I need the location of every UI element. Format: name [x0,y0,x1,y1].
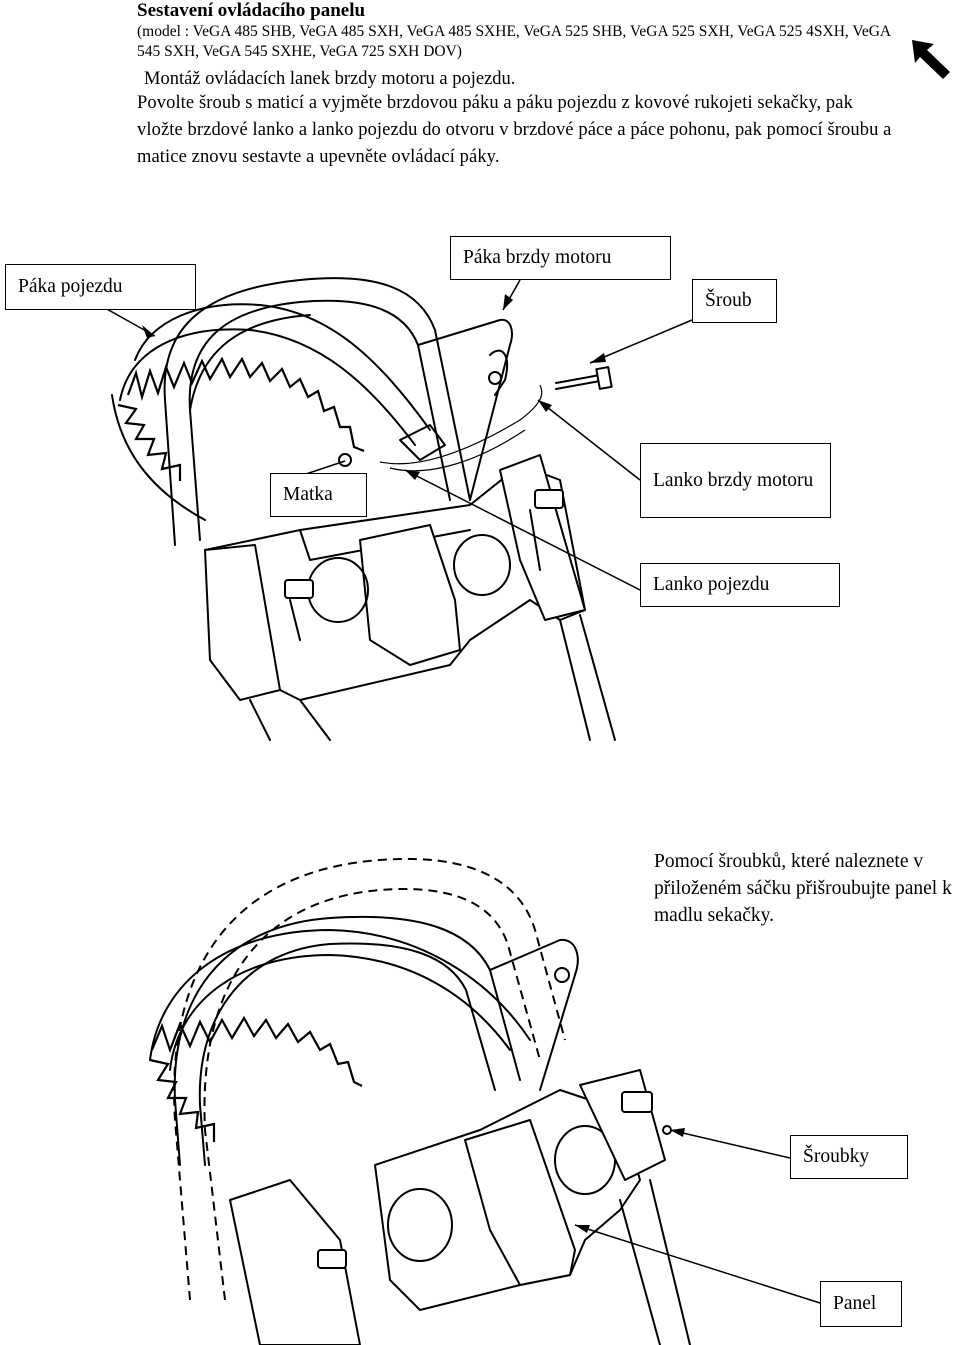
arrow-up-left-icon [912,40,950,79]
screw-2 [662,1125,672,1135]
lever-pivot [489,349,509,396]
leader-drive-cable [404,469,641,591]
bag-frame-2-outer [149,929,531,1061]
label-brake-cable: Lanko brzdy motoru [640,443,831,518]
handle-2-right-arm [489,938,579,1091]
right-knob-2 [621,1091,653,1113]
label-panel: Panel [820,1281,902,1327]
page-title: Sestavení ovládacího panelu [137,0,366,21]
brake-cable-line [379,384,543,465]
bag-zigzag-2 [150,1015,363,1087]
label-brake-lever: Páka brzdy motoru [450,236,671,280]
bag-frame-inner [119,328,416,446]
cable-bracket [399,424,446,461]
model-list: (model : VeGA 485 SHB, VeGA 485 SXH, VeG… [137,23,891,60]
left-knob [284,579,314,599]
lower-tube-left [249,699,331,741]
label-screws: Šroubky [790,1135,908,1179]
leader-brake-cable [537,399,641,481]
bag-frame-left [111,394,206,521]
lower-tube-right [559,614,616,741]
ghost-handle-outer [173,857,566,1301]
label-nut: Matka [270,473,367,517]
lever-slots [289,509,541,641]
bag-frame-outer [134,303,431,431]
figure-2-note: Pomocí šroubků, které naleznete v přilož… [654,851,952,926]
right-lever-housing [499,454,586,621]
leader-bolt [589,319,693,364]
panel-2-center [464,1119,576,1286]
label-drive-cable: Lanko pojezdu [640,563,840,607]
leader-panel [574,1224,821,1304]
panel-center-box [359,524,461,666]
upper-handle-outer [163,277,471,546]
handle-2-inner [198,942,496,1166]
pivot-hole [488,371,502,385]
cup-holder-right [453,534,511,596]
nut-shape [338,453,352,467]
drive-cable-line [389,429,526,472]
left-lever-housing-2 [229,1179,361,1345]
bolt-shaft [555,374,601,390]
left-lever-housing [204,544,281,701]
label-bolt: Šroub [692,279,777,323]
leader-screws [669,1129,791,1159]
handle-2-outer [173,915,521,1166]
section-subtitle: Montáž ovládacích lanek brzdy motoru a p… [144,69,516,89]
upper-handle-inner [188,299,451,541]
pivot-2 [554,967,570,983]
cup-holder-2-left [387,1188,453,1262]
bolt-head [595,366,613,390]
bag-zigzag [126,356,365,453]
handle-right-arm [417,318,513,501]
bag-frame-2-inner [169,954,511,1071]
instructions-text: Povolte šroub s maticí a vyjměte brzdovo… [137,93,892,167]
bag-zigzag-left [117,403,182,481]
lower-tube-2-right [619,1179,691,1345]
left-knob-2 [317,1249,347,1269]
right-knob [534,489,564,509]
label-drive-lever: Páka pojezdu [5,264,196,310]
upper-handle-mid [189,314,311,411]
figure-1-handle-assembly [104,277,693,741]
